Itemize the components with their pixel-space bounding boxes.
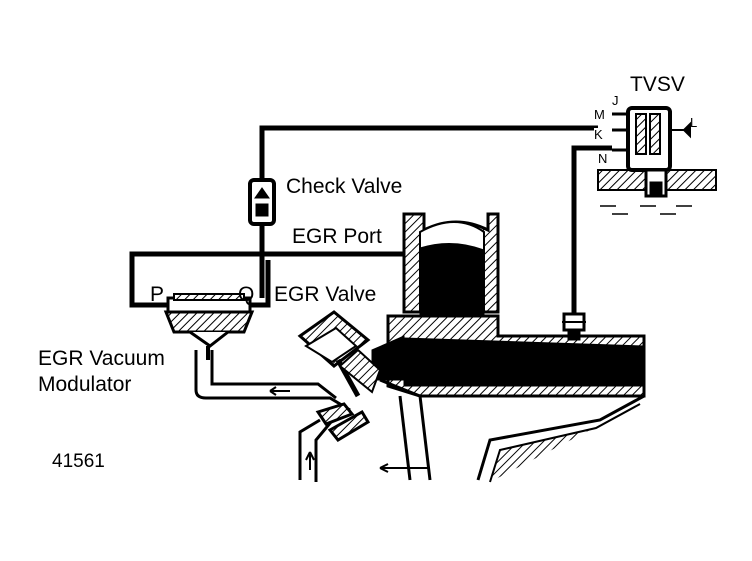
port-l-label: L	[690, 115, 698, 130]
check-valve	[248, 170, 276, 226]
hose-n-to-port-sensor	[571, 145, 612, 318]
hose-egr-port-to-p	[129, 251, 404, 308]
egr-valve-label: EGR Valve	[274, 283, 377, 306]
modulator-pipe	[194, 350, 351, 412]
port-n-label: N	[598, 151, 608, 166]
vacuum-hoses	[129, 125, 612, 318]
throttle-body	[402, 212, 500, 353]
port-p-label: P	[150, 283, 165, 306]
exhaust-passage	[298, 402, 430, 482]
figure-number: 41561	[52, 451, 105, 472]
egr-vacuum-modulator-label-line2: Modulator	[38, 373, 132, 396]
hose-k-to-check-valve	[259, 125, 598, 180]
hose-q-to-egr-valve	[250, 260, 271, 308]
check-valve-label: Check Valve	[286, 175, 403, 198]
egr-valve	[297, 310, 382, 398]
egr-vacuum-modulator-label-line1: EGR Vacuum	[38, 347, 165, 370]
port-k-label: K	[594, 127, 603, 142]
tvsv-label: TVSV	[630, 73, 685, 96]
egr-vacuum-modulator	[163, 293, 255, 360]
port-j-label: J	[612, 93, 619, 108]
port-q-label: Q	[238, 283, 255, 306]
egr-port-label: EGR Port	[292, 225, 382, 248]
tvsv-valve	[597, 106, 717, 215]
port-m-label: M	[594, 107, 605, 122]
manifold-fitting	[562, 312, 586, 341]
intake-manifold	[371, 314, 646, 483]
